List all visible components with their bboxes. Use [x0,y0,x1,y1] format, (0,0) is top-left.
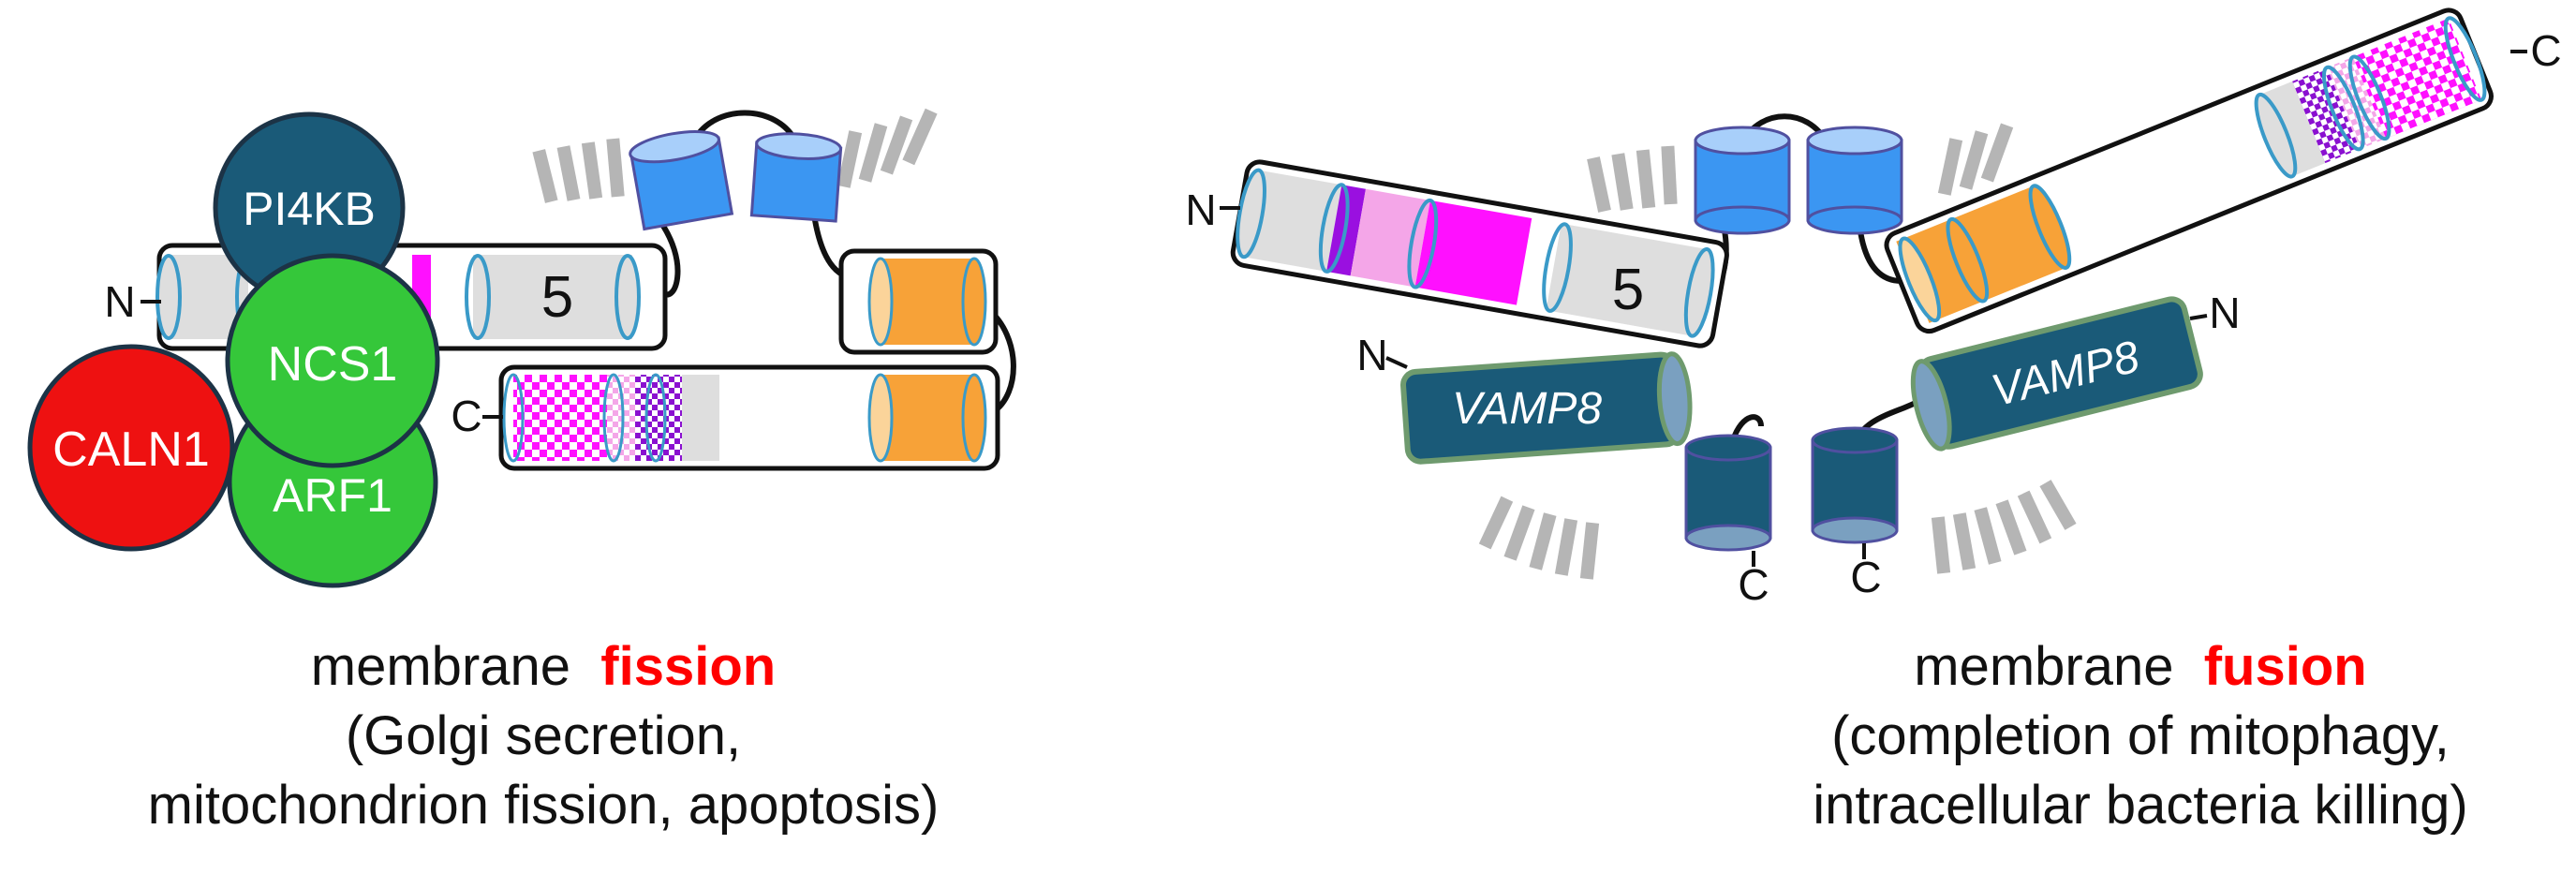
arf1-label: ARF1 [273,469,392,522]
vamp8-right [1910,296,2203,452]
vamp8-left-label: VAMP8 [1452,384,1602,434]
right-n-terminus-top: N [1185,185,1216,234]
right-caption: membrane fusion (completion of mitophagy… [1625,632,2576,840]
left-membrane-stripes [532,108,938,203]
right-caption-line3: intracellular bacteria killing) [1813,775,2468,836]
right-caption-line2: (completion of mitophagy, [1831,705,2450,766]
ncs1-label: NCS1 [268,337,398,392]
right-right-helix [1884,7,2494,334]
left-blue-cylinder-2 [749,132,843,223]
right-left-helix [1230,159,1729,348]
ncs1-circle [225,253,440,468]
left-caption-line3: mitochondrion fission, apoptosis) [147,775,940,836]
left-helix-number: 5 [541,265,573,330]
caln1-circle [27,344,235,552]
left-caption: membrane fission (Golgi secretion, mitoc… [28,632,1059,840]
left-caption-line1: membrane fission [28,632,1059,702]
left-blue-cylinder-1 [629,129,734,231]
left-orange-helix-top [838,248,999,355]
right-blue-cylinder-1 [1694,126,1791,235]
membrane-left-b [836,108,938,188]
left-bottom-helix [498,364,1000,471]
left-c-terminus: C [451,392,481,440]
right-c-terminus-bottom-right: C [1850,553,1881,601]
right-bottom-cylinder-1 [1684,434,1772,552]
right-membrane-stripes-top [1587,123,2014,213]
left-caption-prefix: membrane [310,636,571,697]
membrane-left-a [532,138,625,203]
right-c-terminus-bottom-left: C [1738,560,1769,609]
vamp8-right-n-terminus: N [2209,289,2240,337]
right-membrane-stripes-bottom [1478,480,2077,580]
caln1-label: CALN1 [52,422,210,477]
left-caption-highlight: fission [600,636,777,697]
right-c-terminus-top: C [2530,26,2561,75]
right-caption-line1: membrane fusion [1625,632,2576,702]
vamp8-left-n-terminus: N [1356,331,1387,379]
right-helix-number: 5 [1612,258,1644,322]
right-blue-cylinder-2 [1806,126,1903,235]
right-caption-prefix: membrane [1914,636,2174,697]
vamp8-left [1400,351,1693,465]
right-bottom-cylinder-2 [1811,426,1899,544]
right-caption-highlight: fusion [2203,636,2367,697]
left-n-terminus: N [104,277,135,326]
left-caption-line2: (Golgi secretion, [345,705,742,766]
pi4kb-label: PI4KB [243,183,376,235]
